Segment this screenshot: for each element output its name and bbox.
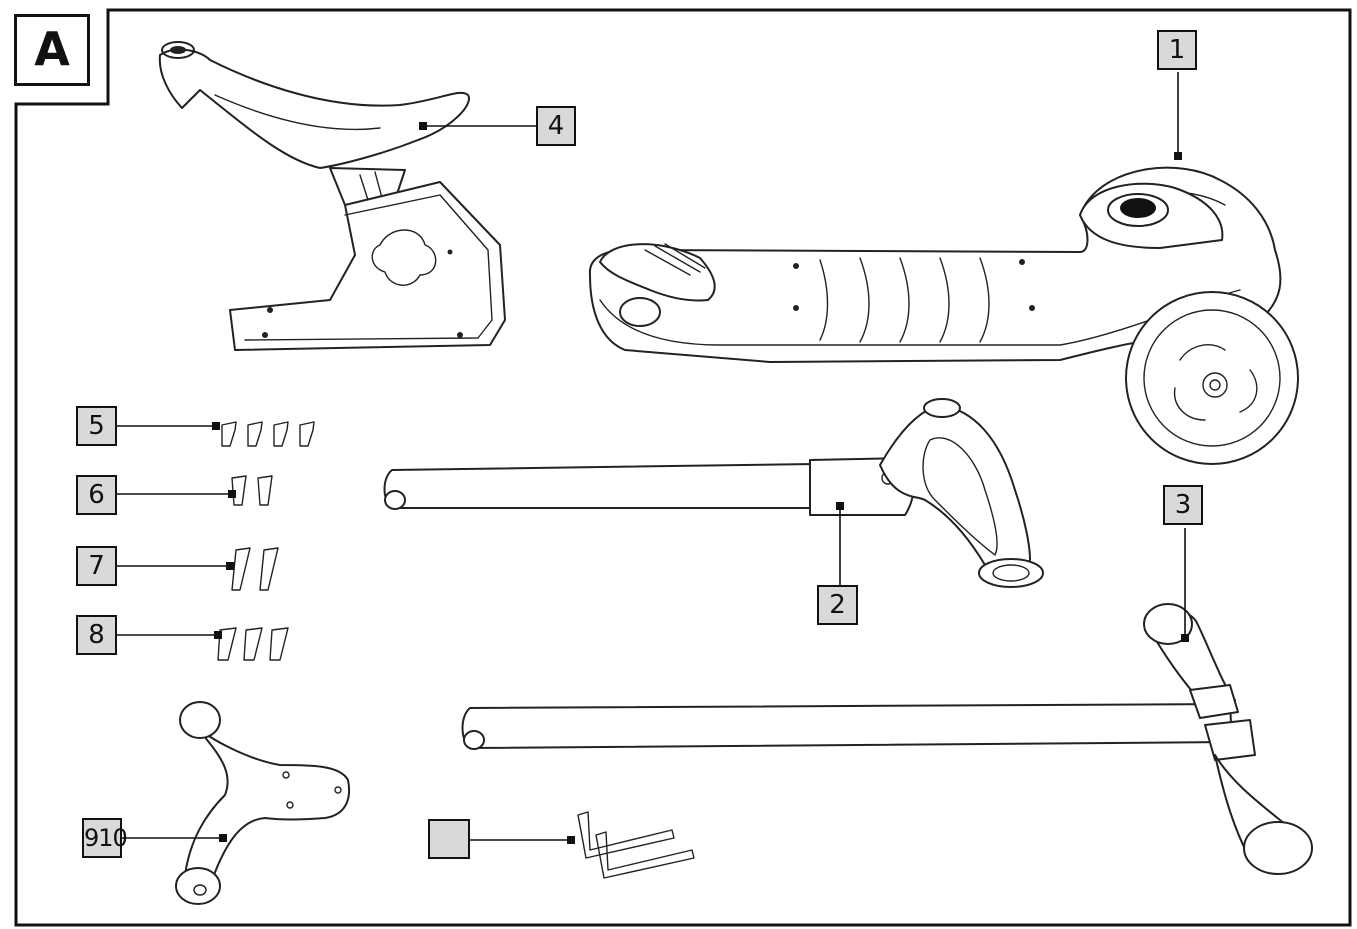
panel-letter: A <box>14 14 90 86</box>
screws-part-8 <box>217 627 289 661</box>
part-label-910: 910 <box>82 818 128 858</box>
part-label-6: 6 <box>76 475 117 515</box>
part-label-tool <box>428 819 470 859</box>
part-label-5: 5 <box>76 406 117 446</box>
stem-part-2 <box>383 398 1044 588</box>
part-label-8: 8 <box>76 615 117 655</box>
diagram-frame <box>14 8 1352 927</box>
seat-part-4 <box>158 41 506 351</box>
screws-part-5 <box>221 421 315 447</box>
part-label-1: 1 <box>1157 30 1197 70</box>
bolts-part-7 <box>231 547 279 591</box>
wheel-fork-part-910 <box>175 701 350 905</box>
hex-keys <box>577 811 695 879</box>
scooter-deck-part-1 <box>588 166 1299 465</box>
part-label-4: 4 <box>536 106 576 146</box>
leader-lines <box>117 72 1189 844</box>
part-label-3: 3 <box>1163 485 1203 525</box>
bolts-part-6 <box>231 475 273 506</box>
part-label-2: 2 <box>817 585 858 625</box>
part-label-7: 7 <box>76 546 117 586</box>
handlebar-part-3 <box>461 603 1313 875</box>
